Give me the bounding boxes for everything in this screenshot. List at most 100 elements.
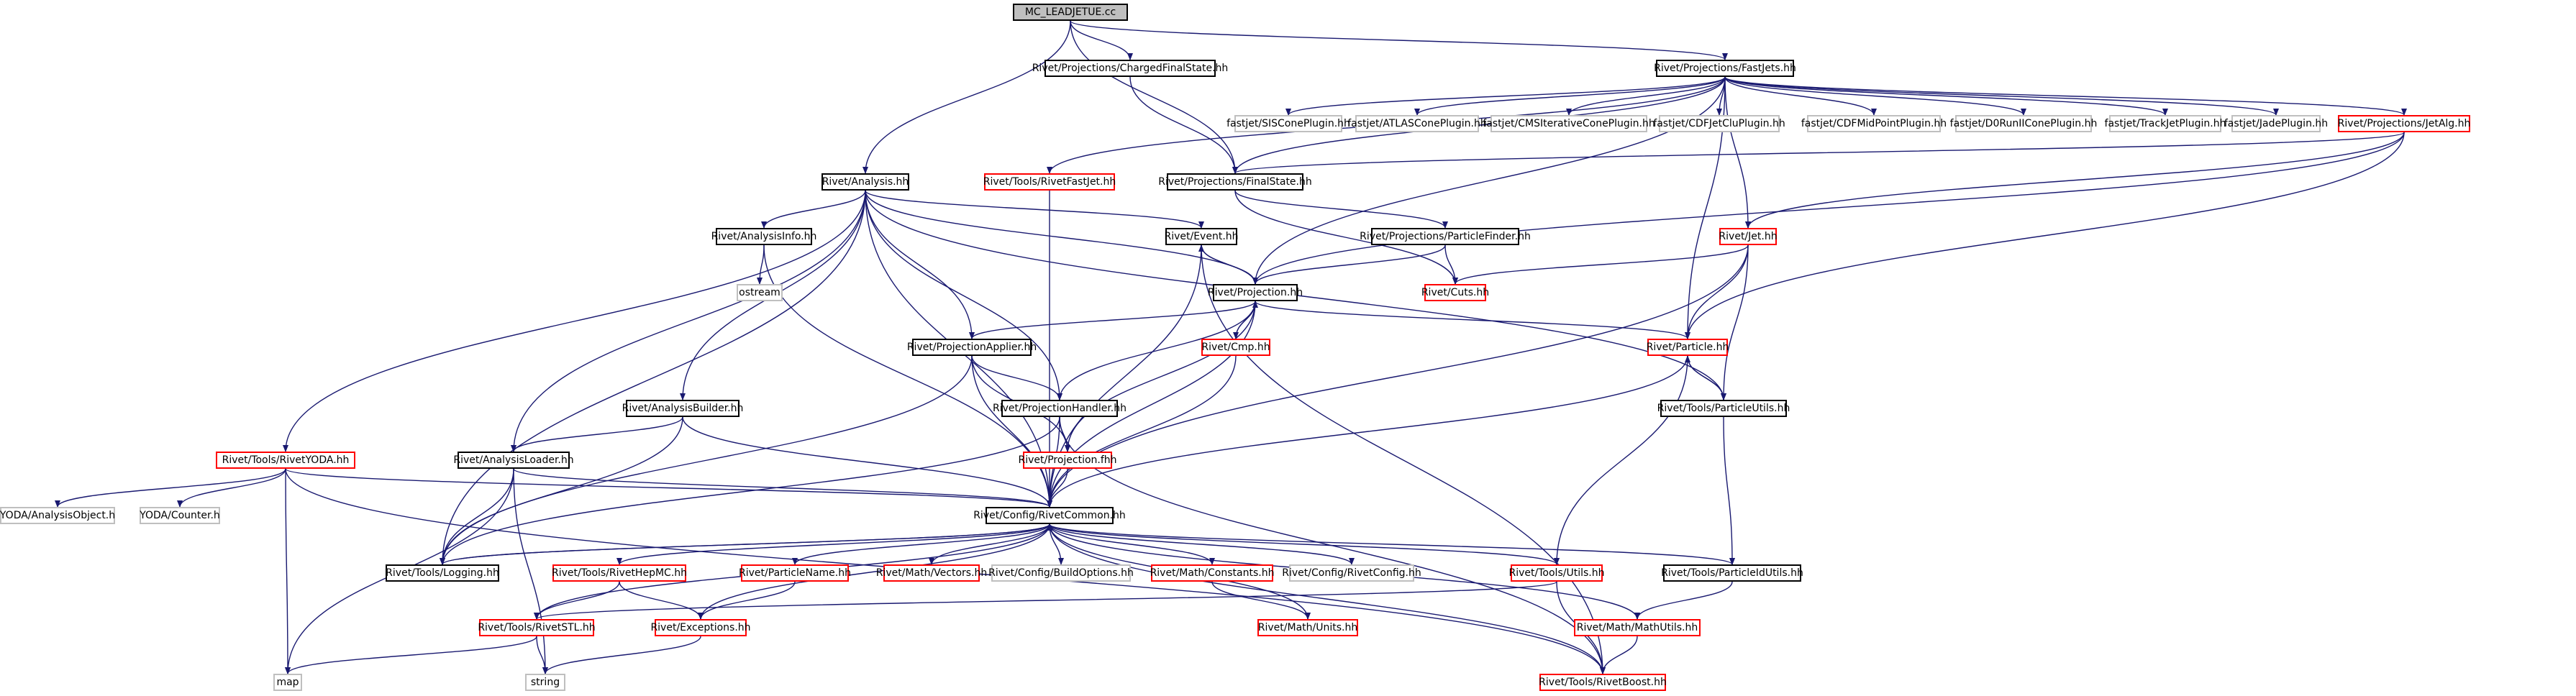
edge-analysis-analysisinfo <box>761 190 866 229</box>
edge-projapplier-projhandler <box>971 355 1062 400</box>
node-finalstate[interactable]: Rivet/Projections/FinalState.hh <box>1158 173 1312 191</box>
edge-projhandler-logging <box>440 416 1060 565</box>
edge-particleutils-particleidutils <box>1723 416 1735 565</box>
node-logging[interactable]: Rivet/Tools/Logging.hh <box>386 564 499 582</box>
edge-particlename-exceptions <box>698 581 796 620</box>
node-cuts[interactable]: Rivet/Cuts.hh <box>1421 284 1489 301</box>
edge-fastjets-cmsit <box>1566 76 1726 116</box>
node-constants[interactable]: Rivet/Math/Constants.hh <box>1150 564 1274 582</box>
node-utils[interactable]: Rivet/Tools/Utils.hh <box>1509 564 1604 582</box>
node-rivetyoda[interactable]: Rivet/Tools/RivetYODA.hh <box>216 452 355 469</box>
edge-projection-rivetcommon <box>1047 301 1256 508</box>
node-analysisinfo[interactable]: Rivet/AnalysisInfo.hh <box>711 228 816 245</box>
node-analysisbuilder[interactable]: Rivet/AnalysisBuilder.hh <box>622 400 743 417</box>
edge-rivetcommon-utils <box>1049 523 1560 565</box>
edge-projapplier-rivetcommon <box>971 355 1052 508</box>
edge-cfs-finalstate <box>1129 76 1238 174</box>
node-particlefinder[interactable]: Rivet/Projections/ParticleFinder.hh <box>1360 228 1531 245</box>
edge-jetalg-finalstate <box>1232 132 2405 174</box>
node-ostream: ostream <box>737 284 783 301</box>
edge-exceptions-string <box>542 636 701 674</box>
node-event[interactable]: Rivet/Event.hh <box>1164 228 1239 245</box>
edge-fastjets-trackjet <box>1724 76 2168 116</box>
edge-rivetcommon-rivetboost <box>1049 523 1606 674</box>
node-projection[interactable]: Rivet/Projection.hh <box>1208 284 1303 301</box>
edge-fastjets-jetalg <box>1724 76 2407 116</box>
edge-fastjets-cdfmidpoint <box>1724 76 1877 116</box>
edge-particlefinder-projection <box>1252 244 1446 285</box>
node-mathutils[interactable]: Rivet/Math/MathUtils.hh <box>1574 619 1701 636</box>
node-atlascone: fastjet/ATLASConePlugin.hh <box>1347 115 1487 132</box>
node-analysis[interactable]: Rivet/Analysis.hh <box>822 173 909 191</box>
node-particle[interactable]: Rivet/Particle.hh <box>1647 339 1729 356</box>
edge-analysis-projapplier <box>865 190 975 339</box>
edge-jet-particle <box>1685 244 1749 339</box>
node-jade: fastjet/JadePlugin.hh <box>2224 115 2328 132</box>
edge-analysis-logging <box>440 190 866 565</box>
edge-utils-rivetstl <box>534 581 1557 620</box>
edge-jetalg-particle <box>1685 132 2405 339</box>
node-yodaao: YODA/AnalysisObject.h <box>0 507 115 524</box>
edge-analysisbuilder-logging <box>440 416 683 565</box>
node-cfs[interactable]: Rivet/Projections/ChargedFinalState.hh <box>1032 60 1228 77</box>
edge-jet-cuts <box>1452 244 1749 285</box>
node-vectors[interactable]: Rivet/Math/Vectors.hh <box>876 564 987 582</box>
edge-finalstate-particlefinder <box>1234 190 1448 229</box>
node-projhandler[interactable]: Rivet/ProjectionHandler.hh <box>993 400 1127 417</box>
edge-root-finalstate <box>1070 20 1238 174</box>
edge-projfhh-rivetcommon <box>1047 468 1068 508</box>
node-cdfjetclu: fastjet/CDFJetCluPlugin.hh <box>1653 115 1785 132</box>
node-jet[interactable]: Rivet/Jet.hh <box>1719 228 1778 245</box>
edge-rivethepmc-exceptions <box>619 581 704 620</box>
edge-analysisbuilder-rivetcommon <box>682 416 1052 508</box>
node-rivetconfig: Rivet/Config/RivetConfig.hh <box>1282 564 1421 582</box>
edge-jetalg-jet <box>1745 132 2405 229</box>
edge-rivetcommon-rivethepmc <box>616 523 1050 565</box>
node-particleidutils[interactable]: Rivet/Tools/ParticleIdUtils.hh <box>1661 564 1803 582</box>
node-rivethepmc[interactable]: Rivet/Tools/RivetHepMC.hh <box>552 564 687 582</box>
edge-mathutils-rivetboost <box>1600 636 1638 674</box>
node-particlename[interactable]: Rivet/ParticleName.hh <box>739 564 851 582</box>
node-rivetcommon[interactable]: Rivet/Config/RivetCommon.hh <box>973 507 1126 524</box>
edge-fastjets-atlascone <box>1414 76 1726 116</box>
edge-root-cfs <box>1070 20 1133 60</box>
edge-rivetcommon-exceptions <box>698 523 1050 620</box>
node-cmsit: fastjet/CMSIterativeConePlugin.hh <box>1483 115 1655 132</box>
edge-particleidutils-mathutils <box>1634 581 1733 620</box>
edge-analysisinfo-ostream <box>757 244 765 285</box>
node-rivetboost[interactable]: Rivet/Tools/RivetBoost.hh <box>1539 674 1667 691</box>
edge-analysisbuilder-analysisloader <box>511 416 683 452</box>
edge-fastjets-projection <box>1252 76 1726 285</box>
node-rivetstl[interactable]: Rivet/Tools/RivetSTL.hh <box>478 619 596 636</box>
edge-jet-rivetcommon <box>1047 244 1749 508</box>
node-cdfmidpoint: fastjet/CDFMidPointPlugin.hh <box>1801 115 1947 132</box>
node-analysisloader[interactable]: Rivet/AnalysisLoader.hh <box>453 452 574 469</box>
node-projapplier[interactable]: Rivet/ProjectionApplier.hh <box>907 339 1037 356</box>
edge-projection-projapplier <box>969 301 1256 339</box>
node-cmp[interactable]: Rivet/Cmp.hh <box>1201 339 1270 356</box>
edge-rivetcommon-particleidutils <box>1049 523 1735 565</box>
node-fastjets[interactable]: Rivet/Projections/FastJets.hh <box>1654 60 1796 77</box>
edge-root-analysis <box>863 20 1071 174</box>
edge-logging-rivetcommon <box>442 523 1052 565</box>
edge-rivetcommon-constants <box>1049 523 1215 565</box>
node-yodacounter: YODA/Counter.h <box>140 507 220 524</box>
edge-rivetyoda-map <box>284 468 291 674</box>
edge-rivetcommon-rivetconfig <box>1049 523 1355 565</box>
edge-jet-particleutils <box>1721 244 1749 400</box>
edge-rivetstl-map <box>285 636 537 674</box>
edge-jetalg-projection <box>1252 132 2405 285</box>
edge-projection-projhandler <box>1057 301 1256 400</box>
node-jetalg[interactable]: Rivet/Projections/JetAlg.hh <box>2338 115 2470 132</box>
node-siscone: fastjet/SISConePlugin.hh <box>1226 115 1350 132</box>
node-units[interactable]: Rivet/Math/Units.hh <box>1257 619 1358 636</box>
node-exceptions[interactable]: Rivet/Exceptions.hh <box>650 619 751 636</box>
node-rivetfastjet[interactable]: Rivet/Tools/RivetFastJet.hh <box>983 173 1116 191</box>
edge-fastjets-d0run2 <box>1724 76 2026 116</box>
edge-rivetcommon-particlename <box>792 523 1050 565</box>
edge-projection-projfhh <box>1065 301 1256 452</box>
node-projfhh[interactable]: Rivet/Projection.fhh <box>1018 452 1117 469</box>
node-particleutils[interactable]: Rivet/Tools/ParticleUtils.hh <box>1657 400 1790 417</box>
node-buildoptions: Rivet/Config/BuildOptions.hh <box>988 564 1134 582</box>
node-root: MC_LEADJETUE.cc <box>1013 4 1128 21</box>
